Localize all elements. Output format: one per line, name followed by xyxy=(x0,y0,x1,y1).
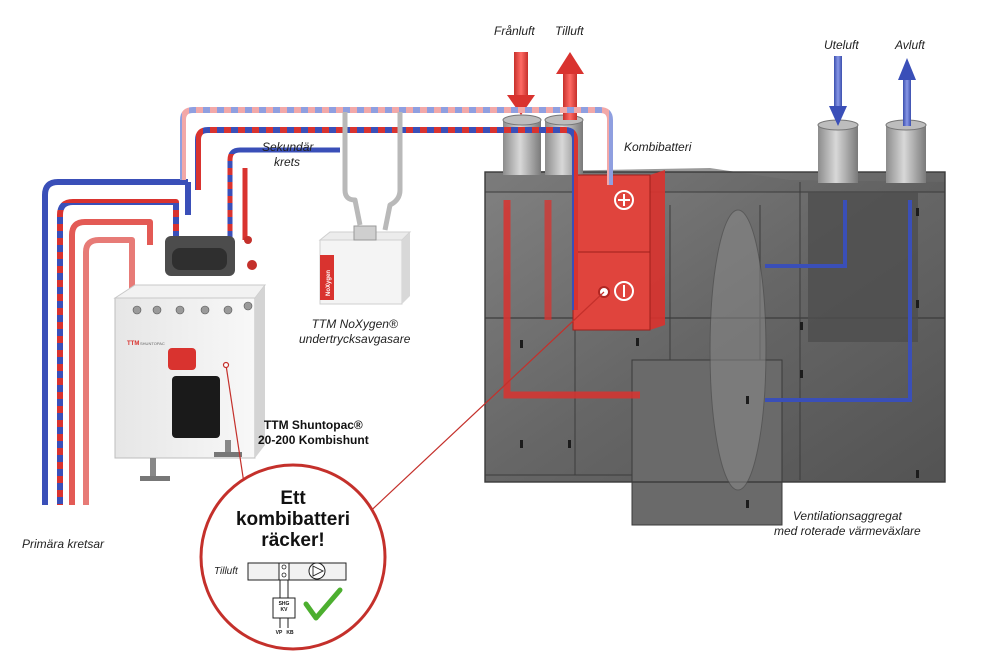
ttm-logo: TTM xyxy=(127,341,139,347)
label-avluft: Avluft xyxy=(895,38,925,52)
shuntopac-unit: TTM SHUNTOPAC xyxy=(113,236,267,481)
callout-shg: SHG xyxy=(278,601,290,607)
actuator-box xyxy=(172,376,220,438)
noxygen-brand: NoXygen xyxy=(326,270,332,296)
exhaust-ducts-right xyxy=(817,119,927,183)
shg-kv-box xyxy=(272,597,296,619)
label-sekundar-line2: krets xyxy=(274,155,301,169)
callout-bubble xyxy=(199,463,387,651)
noxygen-unit: NoXygen xyxy=(318,225,412,305)
secondary-circuit-pipes xyxy=(180,107,613,310)
callout-vp: VP xyxy=(275,630,283,636)
label-noxygen: TTM NoXygen® undertrycksavgasare xyxy=(299,317,410,347)
callout-kv: KV xyxy=(280,607,288,613)
label-ventilation-line2: med roterade värmeväxlare xyxy=(774,524,921,538)
callout-title-line2: kombibatteri xyxy=(235,509,351,530)
callout-title-line1: Ett xyxy=(280,488,306,509)
callout-title: Ett kombibatteri räcker! xyxy=(233,488,353,551)
label-sekundar-line1: Sekundär xyxy=(262,140,314,154)
label-shuntopac: TTM Shuntopac® 20-200 Kombishunt xyxy=(258,418,369,448)
label-ventilation-line1: Ventilationsaggregat xyxy=(792,509,902,523)
shuntopac-brand: SHUNTOPAC xyxy=(140,341,165,346)
primary-circuit-pipes xyxy=(42,179,191,505)
label-shuntopac-line2: 20-200 Kombishunt xyxy=(258,433,369,447)
kombibatteri-coil xyxy=(572,170,665,331)
label-sekundar: Sekundär krets xyxy=(262,140,313,170)
label-ventilation: Ventilationsaggregat med roterade värmev… xyxy=(774,509,921,539)
label-tilluft: Tilluft xyxy=(555,24,584,38)
callout-shg-kv: SHG KV xyxy=(273,601,295,613)
franluft-arrow xyxy=(507,52,535,115)
callout-title-line3: räcker! xyxy=(261,530,325,551)
callout-tilluft: Tilluft xyxy=(214,566,238,577)
label-kombibatteri: Kombibatteri xyxy=(624,140,692,154)
callout-leader-line xyxy=(344,291,605,536)
label-uteluft: Uteluft xyxy=(824,38,859,52)
shunt-leader-line xyxy=(225,364,246,491)
uteluft-arrow xyxy=(829,56,847,126)
label-noxygen-line1: TTM NoXygen® xyxy=(311,317,398,331)
ventilation-unit xyxy=(484,168,946,526)
label-franluft: Frånluft xyxy=(494,24,535,38)
exhaust-ducts-left xyxy=(502,114,584,175)
plus-icon xyxy=(614,190,634,210)
label-shuntopac-line1: TTM Shuntopac® xyxy=(263,418,363,432)
controller-box xyxy=(168,348,196,370)
label-noxygen-line2: undertrycksavgasare xyxy=(299,332,411,346)
check-icon xyxy=(303,587,343,621)
label-primara: Primära kretsar xyxy=(22,537,105,551)
callout-kb: KB xyxy=(286,630,294,636)
avluft-arrow xyxy=(898,58,916,126)
minus-icon xyxy=(614,281,634,301)
